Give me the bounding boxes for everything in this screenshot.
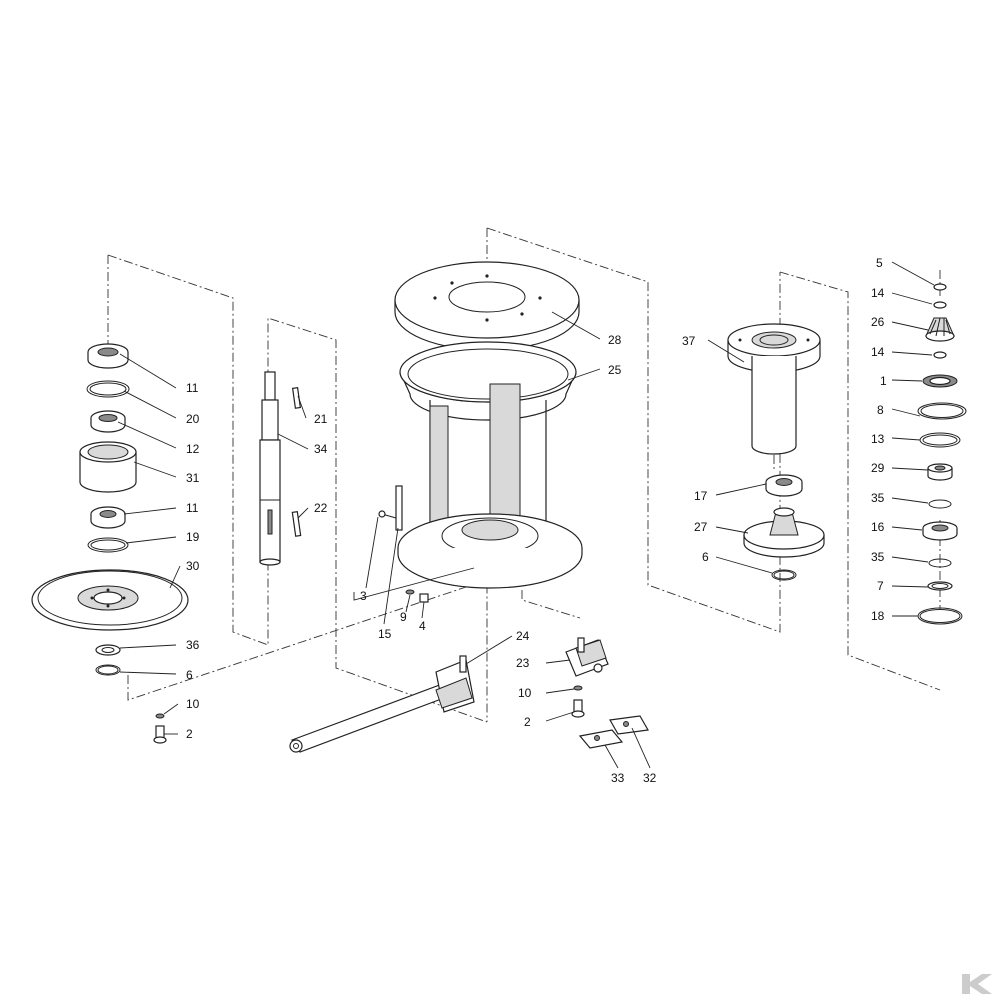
- callout-2: 2: [524, 715, 531, 729]
- blade-33: [578, 729, 624, 749]
- blade-32: [609, 715, 649, 735]
- washer-14-upper: [933, 301, 947, 309]
- callout-28: 28: [608, 333, 622, 347]
- callout-5: 5: [876, 256, 883, 270]
- callout-4: 4: [419, 619, 426, 633]
- key-22: [291, 511, 302, 537]
- callout-26: 26: [871, 315, 885, 329]
- hub-37: [727, 323, 821, 455]
- callout-9: 9: [400, 610, 407, 624]
- callout-36: 36: [186, 638, 200, 652]
- callout-29: 29: [871, 461, 885, 475]
- callout-30: 30: [186, 559, 200, 573]
- callout-labels: 11 20 12 31 11 19 30 36 6 10 2 21 34 22 …: [186, 256, 887, 785]
- cover-plate-28: [394, 261, 580, 351]
- drum-25: [397, 341, 583, 589]
- arm-24: [289, 655, 475, 753]
- ring-20: [86, 380, 130, 398]
- callout-10: 10: [518, 686, 532, 700]
- bearing-17: [765, 474, 803, 497]
- callout-35: 35: [871, 550, 885, 564]
- bolt-3: [378, 510, 397, 519]
- bearing-11-upper: [87, 343, 129, 369]
- callout-14: 14: [871, 345, 885, 359]
- callout-22: 22: [314, 501, 328, 515]
- callout-32: 32: [643, 771, 657, 785]
- bevel-gear-26: [925, 317, 955, 342]
- k-logo-icon: [962, 974, 992, 994]
- housing-31: [79, 441, 137, 493]
- callout-17: 17: [694, 489, 708, 503]
- callout-12: 12: [186, 442, 200, 456]
- bolt-2-left: [153, 725, 167, 744]
- callout-15: 15: [378, 627, 392, 641]
- bearing-12: [90, 410, 126, 433]
- callout-37: 37: [682, 334, 696, 348]
- ring-35-lower: [928, 558, 952, 568]
- callout-27: 27: [694, 520, 708, 534]
- key-21: [291, 387, 302, 409]
- callout-25: 25: [608, 363, 622, 377]
- bearing-16: [922, 521, 958, 541]
- flange-27: [743, 507, 825, 558]
- callout-23: 23: [516, 656, 530, 670]
- callout-35: 35: [871, 491, 885, 505]
- callout-3: 3: [360, 589, 367, 603]
- callout-11: 11: [186, 501, 199, 515]
- callout-8: 8: [877, 403, 884, 417]
- bolt-2-center: [571, 699, 585, 718]
- ring-7: [927, 581, 953, 591]
- callout-24: 24: [516, 629, 530, 643]
- callout-31: 31: [186, 471, 200, 485]
- callout-21: 21: [314, 412, 328, 426]
- circlip-8: [917, 402, 967, 420]
- callout-33: 33: [611, 771, 625, 785]
- bracket-23: [565, 637, 609, 677]
- ring-6-right: [771, 569, 797, 581]
- callout-7: 7: [877, 579, 884, 593]
- washer-10-left: [155, 713, 165, 719]
- washer-9: [405, 589, 415, 595]
- k-logo-mark: [962, 974, 992, 994]
- callout-6: 6: [186, 668, 193, 682]
- oring-18: [917, 607, 963, 625]
- callout-18: 18: [871, 609, 885, 623]
- leader-lines: [117, 261, 935, 769]
- callout-11: 11: [186, 381, 199, 395]
- washer-14-lower: [933, 351, 947, 359]
- callout-19: 19: [186, 530, 200, 544]
- disc-30: [31, 569, 189, 631]
- ring-19: [87, 537, 129, 553]
- seal-1: [922, 374, 958, 388]
- callout-1: 1: [880, 374, 887, 388]
- washer-10-center: [573, 685, 583, 691]
- shaft-34: [259, 371, 281, 566]
- bearing-11-lower: [90, 506, 126, 529]
- callout-14: 14: [871, 286, 885, 300]
- nut-4: [419, 593, 429, 603]
- callout-16: 16: [871, 520, 885, 534]
- ring-6-left: [95, 664, 121, 676]
- bushing-29: [927, 463, 953, 481]
- ring-13: [919, 432, 961, 448]
- washer-36: [95, 644, 121, 656]
- callout-13: 13: [871, 432, 885, 446]
- callout-10: 10: [186, 697, 200, 711]
- callout-2: 2: [186, 727, 193, 741]
- callout-34: 34: [314, 442, 328, 456]
- callout-20: 20: [186, 412, 200, 426]
- bracket-15: [395, 485, 403, 531]
- washer-5: [933, 283, 947, 291]
- ring-35-upper: [928, 499, 952, 509]
- callout-6: 6: [702, 550, 709, 564]
